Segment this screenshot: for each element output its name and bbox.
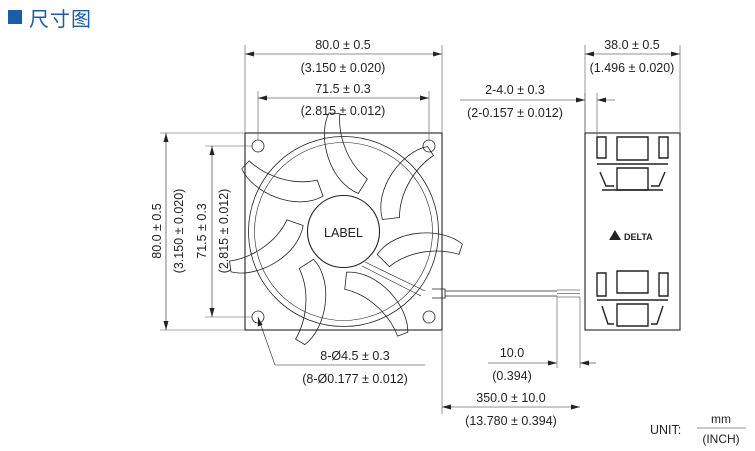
mounting-hole	[422, 310, 436, 324]
cable-length-inch: (13.780 ± 0.394)	[465, 414, 557, 428]
height-outer: 80.0 ± 0.5	[150, 203, 164, 259]
height-outer-inch: (3.150 ± 0.020)	[172, 189, 186, 274]
height-holes: 71.5 ± 0.3	[195, 203, 209, 259]
unit-inch: (INCH)	[702, 432, 739, 446]
flange: 2-4.0 ± 0.3	[485, 83, 545, 97]
hub-label: LABEL	[324, 226, 363, 240]
width-holes-inch: (2.815 ± 0.012)	[301, 104, 386, 118]
cable-strip-inch: (0.394)	[492, 369, 532, 383]
fan-cable	[432, 288, 580, 299]
depth-inch: (1.496 ± 0.020)	[590, 61, 675, 75]
section-header: 尺寸图	[8, 3, 92, 31]
cable-strip: 10.0	[500, 346, 524, 360]
hole-diameter-inch: (8-Ø0.177 ± 0.012)	[302, 372, 408, 386]
fan-frame-opening	[248, 136, 439, 327]
side-housing	[584, 132, 681, 331]
flange-inch: (2-0.157 ± 0.012)	[467, 106, 563, 120]
width-holes: 71.5 ± 0.3	[315, 82, 371, 96]
dimension-lines	[160, 45, 681, 414]
hole-diameter: 8-Ø4.5 ± 0.3	[320, 349, 389, 363]
fan-side-view: DELTA	[584, 132, 681, 331]
dimension-labels: 80.0 ± 0.5 (3.150 ± 0.020) 71.5 ± 0.3 (2…	[150, 38, 746, 446]
unit-legend: UNIT: mm (INCH)	[650, 412, 746, 446]
cable-length: 350.0 ± 10.0	[476, 391, 545, 405]
width-outer: 80.0 ± 0.5	[315, 38, 371, 52]
delta-logo: DELTA	[609, 230, 653, 242]
unit-prefix: UNIT:	[650, 423, 681, 437]
unit-mm: mm	[711, 412, 731, 426]
fan-front-view: LABEL	[225, 107, 467, 348]
height-holes-inch: (2.815 ± 0.012)	[217, 189, 231, 274]
fan-hub	[306, 194, 381, 269]
depth: 38.0 ± 0.5	[604, 38, 660, 52]
brand-text: DELTA	[624, 232, 653, 242]
width-outer-inch: (3.150 ± 0.020)	[301, 61, 386, 75]
section-marker	[8, 10, 22, 24]
fan-struts	[361, 261, 426, 297]
section-title: 尺寸图	[29, 6, 92, 31]
